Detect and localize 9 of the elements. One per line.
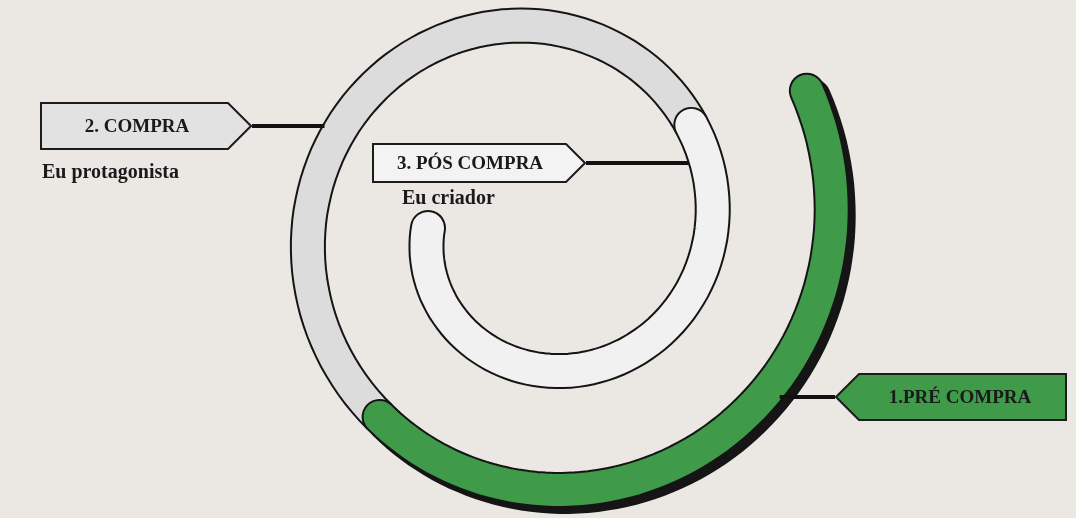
spiral-band-segment bbox=[361, 72, 856, 514]
leader-line bbox=[252, 124, 325, 128]
leader-line bbox=[779, 395, 835, 399]
label-tag: 3. PÓS COMPRA bbox=[372, 143, 586, 183]
subtitle: Eu criador bbox=[402, 186, 495, 209]
subtitle: Eu protagonista bbox=[42, 160, 179, 183]
label-tag: 2. COMPRA bbox=[40, 102, 252, 150]
label-tag: 1.PRÉ COMPRA bbox=[835, 373, 1067, 421]
leader-line bbox=[586, 161, 689, 165]
